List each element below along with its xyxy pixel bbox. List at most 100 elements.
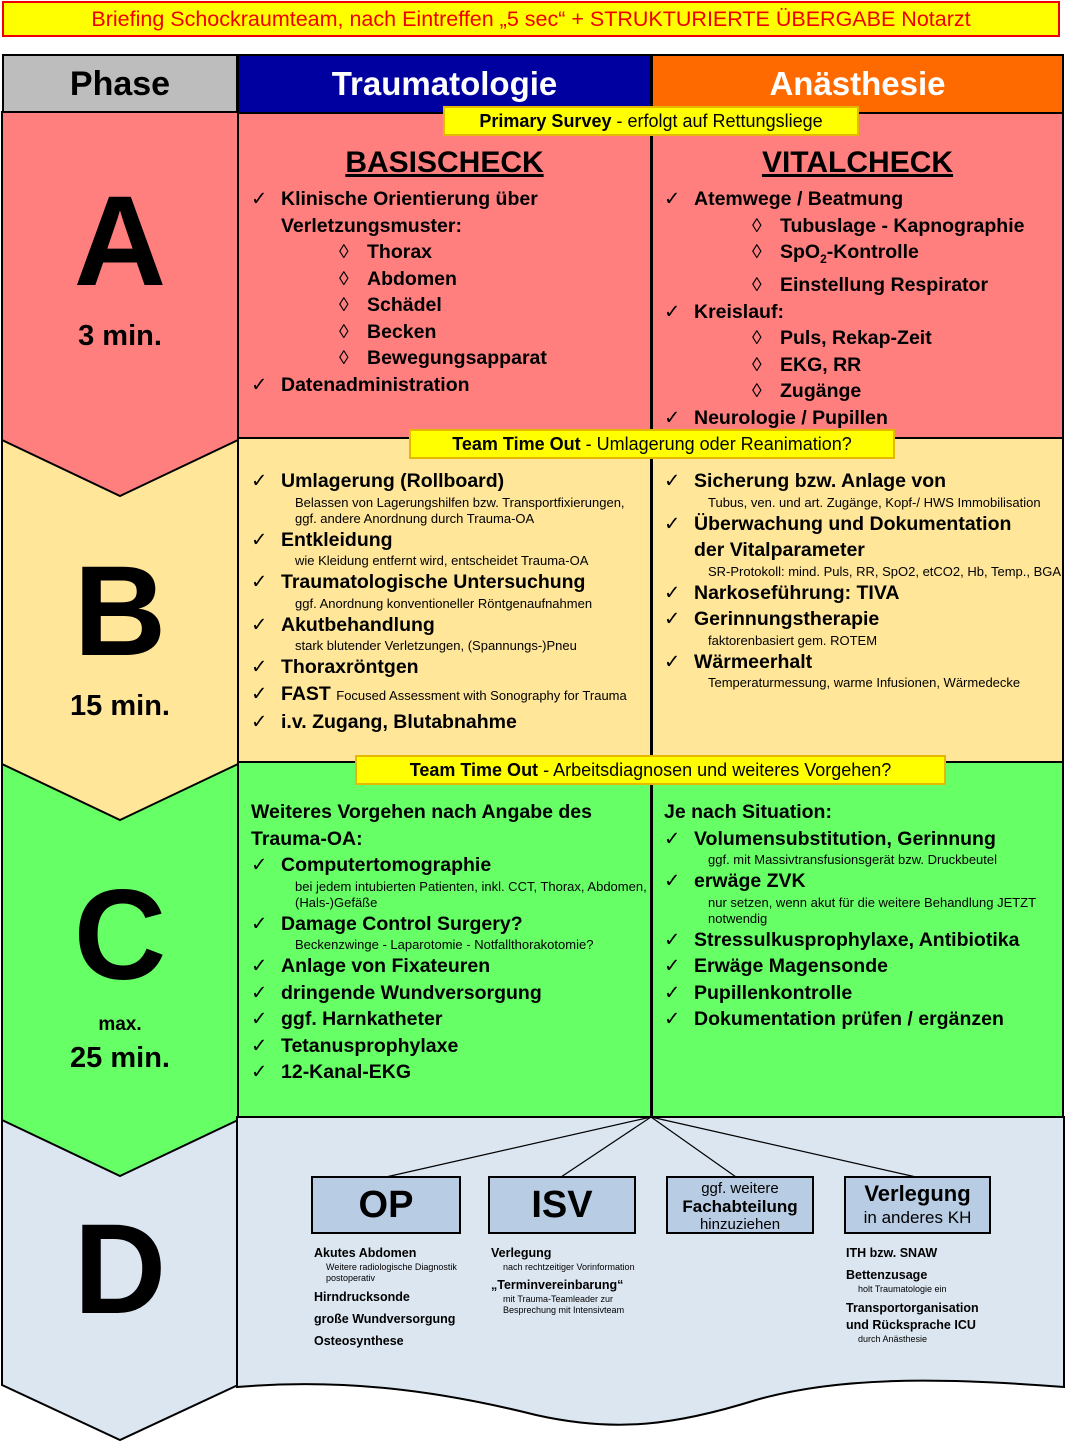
check-icon: ✓ (251, 1008, 268, 1030)
list-item-note: (Hals-)Gefäße (295, 894, 378, 910)
check-icon: ✓ (664, 406, 681, 429)
panel-c-trauma (237, 761, 652, 1118)
list-item: ✓12-Kanal-EKG (251, 1059, 649, 1086)
list-item-note: Besprechung mit Intensivteam (503, 1305, 625, 1315)
phase-c-time: 25 min. (70, 1042, 170, 1074)
list-item: ◊Thorax (251, 239, 646, 266)
list-item: und Rücksprache ICU (846, 1318, 976, 1332)
briefing-banner: Briefing Schockraumteam, nach Eintreffen… (2, 1, 1060, 37)
op-box: OP (311, 1176, 461, 1234)
list-item: ✓Pupillenkontrolle (664, 980, 1062, 1007)
list-item-note: stark blutender Verletzungen, (Spannungs… (295, 638, 577, 653)
callout-primary-survey: Primary Survey - erfolgt auf Rettungslie… (443, 106, 859, 136)
phase-b-time: 15 min. (70, 690, 170, 722)
list-item: ✓Neurologie / Pupillen (664, 405, 1059, 432)
list-item: ✓ggf. Harnkatheter (251, 1006, 649, 1033)
header-anaesthesie: Anästhesie (651, 54, 1064, 114)
check-icon: ✓ (664, 981, 681, 1004)
list-item: ✓erwäge ZVK (664, 868, 1062, 895)
list-item-note: bei jedem intubierten Patienten, inkl. C… (295, 878, 647, 894)
list-item: ◊Becken (251, 319, 646, 346)
phase-b-letter: B (73, 540, 167, 683)
check-icon: ✓ (664, 300, 681, 323)
diamond-icon: ◊ (752, 353, 762, 376)
diamond-icon: ◊ (752, 380, 762, 403)
list-item: ◊Bewegungsapparat (251, 345, 646, 372)
a-anaes-list: ✓Atemwege / Beatmung ◊Tubuslage - Kapnog… (664, 186, 1059, 431)
check-icon: ✓ (251, 955, 268, 977)
phase-c-pre: max. (98, 1014, 142, 1035)
list-item-note: SR-Protokoll: mind. Puls, RR, SpO2, etCO… (708, 563, 1062, 579)
phase-c-letter: C (73, 864, 167, 1007)
callout-team-time-out-1: Team Time Out - Umlagerung oder Reanimat… (409, 429, 895, 459)
verlegung-box: Verlegung in anderes KH (844, 1176, 991, 1234)
fachabteilung-box: ggf. weitere Fachabteilung hinzuziehen (666, 1176, 814, 1234)
list-item: große Wundversorgung (314, 1312, 456, 1326)
phase-d-letter: D (73, 1198, 167, 1341)
list-item: ✓Traumatologische Untersuchung (251, 569, 649, 596)
list-item: ✓Computertomographie (251, 852, 649, 879)
list-item: ✓Damage Control Surgery? (251, 911, 649, 938)
chevron-a (1, 111, 239, 498)
c-anaes-list: Je nach Situation: ✓Volumensubstitution,… (664, 799, 1062, 1033)
list-item-note: Temperaturmessung, warme Infusionen, Wär… (708, 675, 1021, 690)
list-item: ✓i.v. Zugang, Blutabnahme (251, 709, 649, 736)
check-icon: ✓ (251, 613, 268, 636)
check-icon: ✓ (664, 608, 681, 630)
list-item: ✓Volumensubstitution, Gerinnung (664, 826, 1062, 853)
list-item-note: Tubus, ven. und art. Zugänge, Kopf-/ HWS… (708, 494, 1041, 510)
list-item: ◊Einstellung Respirator (664, 272, 1059, 299)
diamond-icon: ◊ (752, 241, 762, 263)
check-icon: ✓ (664, 1008, 681, 1030)
check-icon: ✓ (664, 650, 681, 673)
list-item: ✓dringende Wundversorgung (251, 980, 649, 1007)
list-item-note: nach rechtzeitiger Vorinformation (503, 1262, 635, 1272)
diamond-icon: ◊ (752, 214, 762, 237)
list-item-note: postoperativ (326, 1273, 376, 1283)
check-icon: ✓ (251, 528, 268, 551)
list-item: ✓Akutbehandlung (251, 612, 649, 639)
panel-a-trauma (237, 112, 652, 439)
list-item-note: ggf. Anordnung konventioneller Röntgenau… (295, 595, 593, 611)
c-trauma-list: Weiteres Vorgehen nach Angabe des Trauma… (251, 799, 649, 1086)
diamond-icon: ◊ (339, 241, 349, 263)
vitalcheck-title: VITALCHECK (761, 146, 954, 179)
list-item: ✓Entkleidung (251, 527, 649, 554)
list-item: ◊Zugänge (664, 378, 1059, 405)
b-anaes-list: ✓Sicherung bzw. Anlage von Tubus, ven. u… (664, 468, 1062, 691)
c-anaes-intro: Je nach Situation: (664, 801, 832, 823)
check-icon: ✓ (251, 373, 268, 396)
check-icon: ✓ (251, 188, 268, 210)
list-item-note: ggf. mit Massivtransfusionsgerät bzw. Dr… (708, 852, 998, 867)
list-item: Transportorganisation (846, 1301, 979, 1315)
list-item-note: mit Trauma-Teamleader zur (503, 1294, 614, 1304)
op-list: Akutes Abdomen Weitere radiologische Dia… (314, 1245, 484, 1350)
list-item: Hirndrucksonde (314, 1290, 410, 1304)
list-item-note: notwendig (708, 910, 768, 926)
check-icon: ✓ (664, 870, 681, 892)
list-item-note: Belassen von Lagerungshilfen bzw. Transp… (295, 494, 625, 510)
list-item: ◊SpO2-Kontrolle (752, 241, 919, 266)
check-icon: ✓ (664, 955, 681, 977)
list-item: ✓Dokumentation prüfen / ergänzen (664, 1006, 1062, 1033)
check-icon: ✓ (664, 581, 681, 604)
check-icon: ✓ (251, 656, 268, 678)
diamond-icon: ◊ (339, 347, 349, 369)
list-item: ITH bzw. SNAW (846, 1246, 938, 1260)
list-item: ✓Erwäge Magensonde (664, 953, 1062, 980)
list-item-note: faktorenbasiert gem. ROTEM (708, 632, 878, 648)
list-item: Osteosynthese (314, 1334, 404, 1348)
diamond-icon: ◊ (752, 274, 762, 297)
check-icon: ✓ (251, 854, 268, 876)
check-icon: ✓ (251, 912, 268, 935)
list-item-note: Beckenzwinge - Laparotomie - Notfallthor… (295, 937, 594, 952)
list-item: ✓FAST Focused Assessment with Sonography… (251, 681, 649, 710)
list-item: ✓Atemwege / Beatmung (664, 186, 1059, 213)
list-item-note: ggf. andere Anordnung durch Trauma-OA (295, 510, 535, 526)
list-item-note: Weitere radiologische Diagnostik (326, 1262, 457, 1272)
list-item: ✓Sicherung bzw. Anlage von (664, 468, 1062, 495)
